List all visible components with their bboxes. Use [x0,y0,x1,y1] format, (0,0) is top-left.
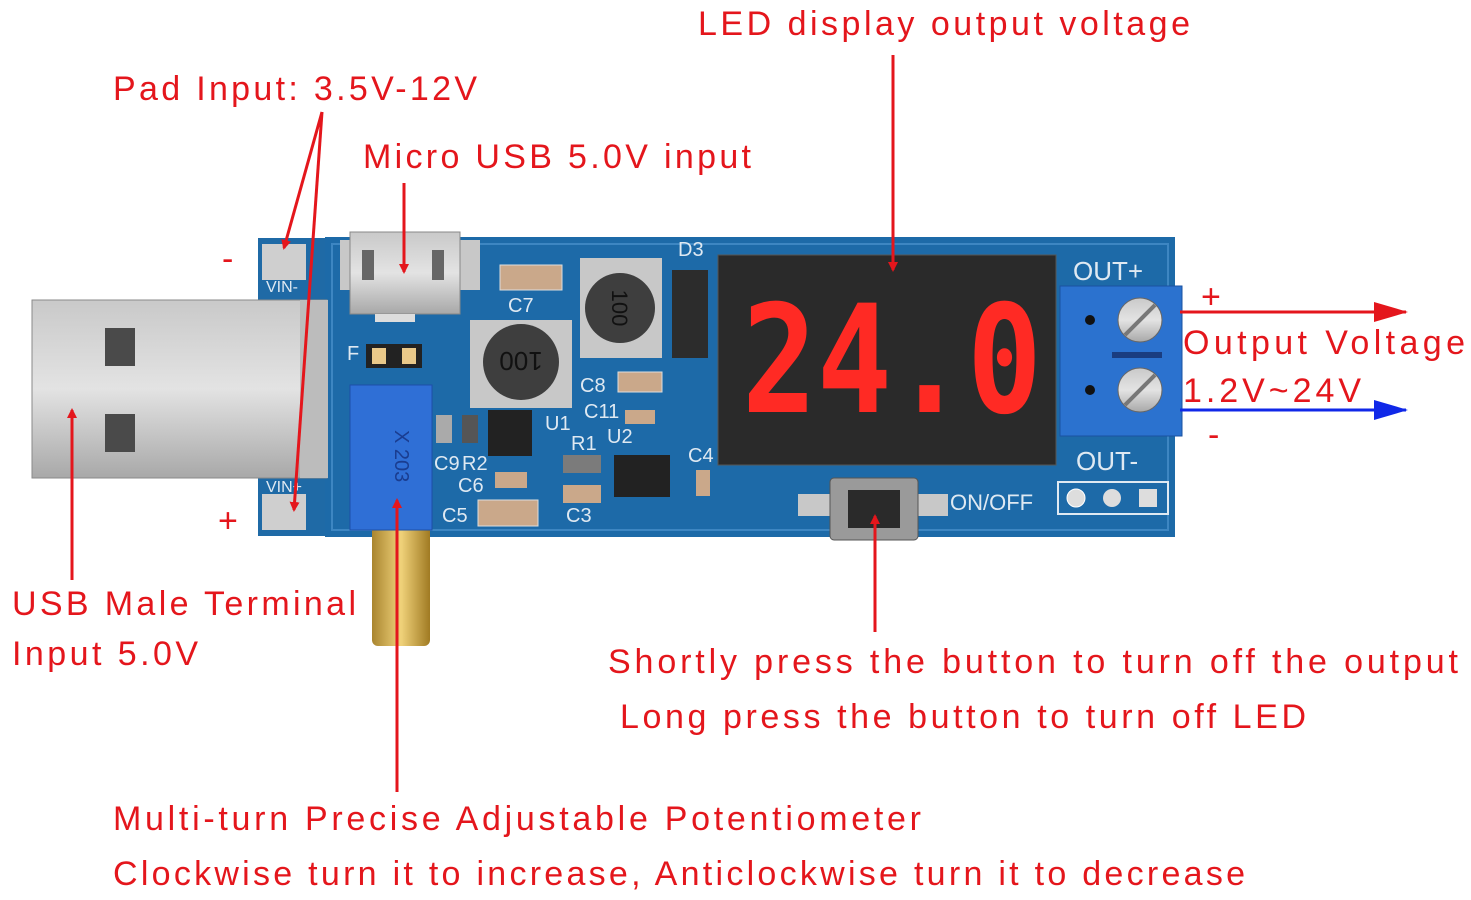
silk-u1: U1 [545,413,571,435]
silk-d3: D3 [678,239,704,261]
diode-d3 [672,270,708,358]
usb-male-connector [31,299,328,479]
silk-c8: C8 [580,375,606,397]
silk-vin-plus: VIN+ [266,479,302,496]
silk-out-plus: OUT+ [1073,256,1143,286]
silk-r1: R1 [571,433,597,455]
silk-c11: C11 [584,401,619,423]
label-pad-minus: - [222,240,233,278]
potentiometer[interactable]: X 203 [349,384,433,646]
silk-vin-minus: VIN- [266,279,298,296]
silk-c7: C7 [508,295,534,317]
silk-c9: C9 [434,453,460,475]
silk-c5: C5 [442,505,468,527]
silk-c4: C4 [688,445,714,467]
label-output-range: 1.2V~24V [1183,372,1361,410]
silk-c6: C6 [458,475,484,497]
arrow-pad-plus [289,111,324,512]
inductor-1-marking: 100 [499,346,542,376]
silk-f: F [347,343,359,365]
on-off-button[interactable]: ON/OFF [798,477,1033,541]
label-output-voltage: Output Voltage [1183,324,1465,362]
potentiometer-shaft[interactable] [372,520,430,646]
label-pot-2: Clockwise turn it to increase, Anticlock… [113,855,1245,893]
silk-u2: U2 [607,426,633,448]
label-button-short: Shortly press the button to turn off the… [608,643,1459,681]
label-led-display: LED display output voltage [698,5,1190,43]
vin-plus-pad [262,494,306,530]
inductor-2 [585,273,655,343]
annotation-arrows [67,55,1408,792]
inductor-2-marking: 100 [607,290,632,327]
output-terminal-block: OUT+ OUT- [1057,256,1183,515]
silk-out-minus: OUT- [1076,446,1138,476]
label-pad-input: Pad Input: 3.5V-12V [113,70,477,108]
arrow-pad-minus [281,111,324,250]
led-display: 24.0 [717,254,1057,466]
silk-r2: R2 [462,453,488,475]
label-button-long: Long press the button to turn off LED [620,698,1306,736]
label-out-minus: - [1208,416,1219,454]
label-usb-male-2: Input 5.0V [12,635,198,673]
micro-usb-port [340,231,480,322]
silk-c3: C3 [566,505,592,527]
inductor-1 [483,324,559,400]
label-pot-1: Multi-turn Precise Adjustable Potentiome… [113,800,921,838]
label-out-plus: + [1201,278,1221,316]
chip-u1 [488,410,532,456]
silk-on-off: ON/OFF [950,490,1033,515]
pot-marking: X 203 [390,430,412,482]
label-pad-plus: + [218,502,238,540]
label-micro-usb: Micro USB 5.0V input [363,138,752,176]
regulator-u2 [614,455,670,497]
label-usb-male-1: USB Male Terminal [12,585,356,623]
display-reading: 24.0 [742,274,1042,448]
vin-minus-pad [262,244,306,280]
components: C7 D3 100 100 F C8 C11 U1 U2 R1 C3 C4 R2… [347,239,714,527]
